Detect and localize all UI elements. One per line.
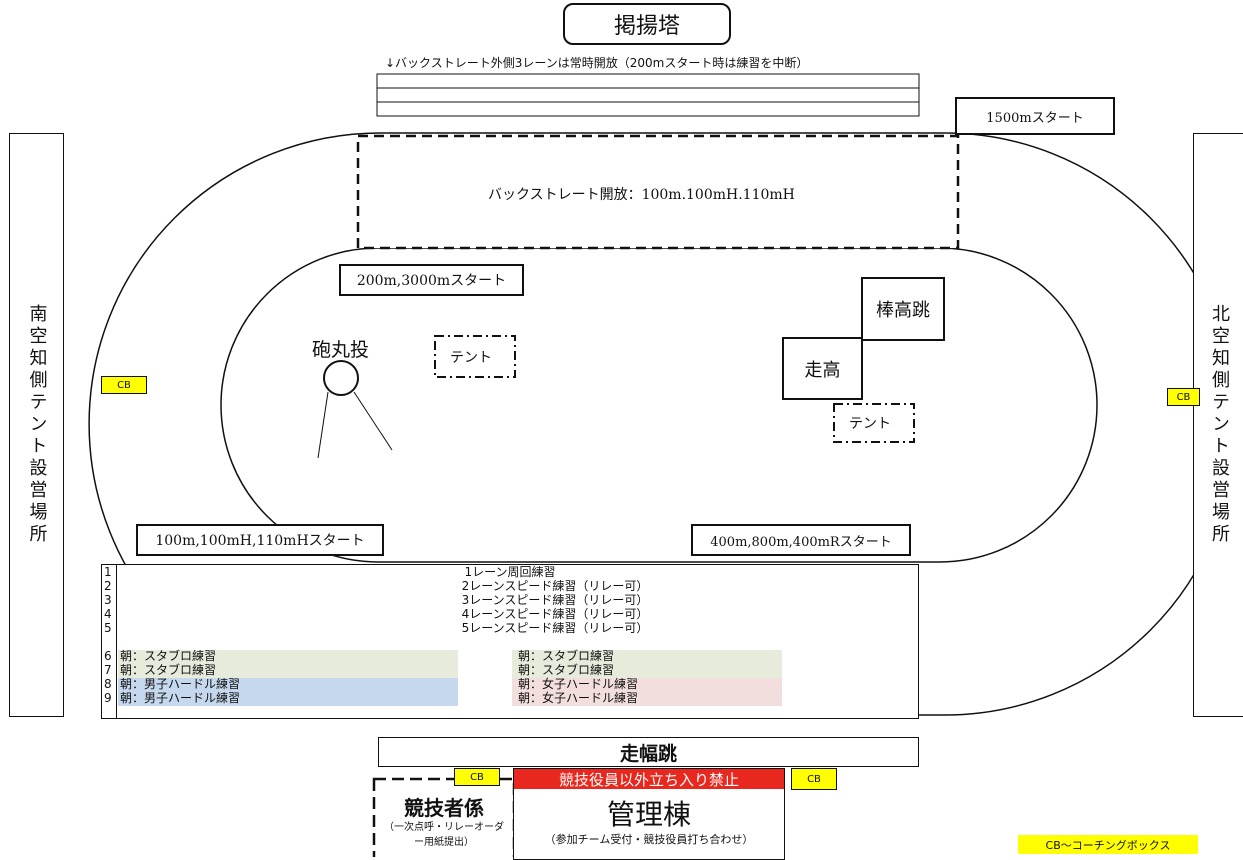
- lane-row: 3 3レーンスピード練習（リレー可）: [102, 593, 918, 608]
- shot-put-circle: [323, 360, 359, 396]
- lane-number: 1: [104, 565, 112, 579]
- lane-usage-right: 朝：スタブロ練習: [512, 649, 782, 664]
- lane-usage-left: 朝：男子ハードル練習: [118, 677, 458, 692]
- lane-row: 5 5レーンスピード練習（リレー可）: [102, 621, 918, 636]
- backstraight-note: ↓バックストレート外側3レーンは常時開放（200mスタート時は練習を中断）: [385, 56, 809, 70]
- start-1500-label: 1500mスタート: [986, 110, 1084, 126]
- lane-usage-left: 朝：スタブロ練習: [118, 663, 458, 678]
- flag-tower-label: 掲揚塔: [613, 14, 680, 39]
- lane-row: 8 朝：男子ハードル練習 朝：女子ハードル練習: [102, 677, 918, 692]
- lane-number: 2: [104, 579, 112, 593]
- competitor-desk-box: [372, 777, 516, 857]
- long-jump-area: 走幅跳: [378, 737, 919, 767]
- lane-number: 5: [104, 621, 112, 635]
- long-jump-label: 走幅跳: [619, 742, 677, 765]
- backstraight-open-label: バックストレート開放：100m.100mH.110mH: [488, 187, 795, 203]
- cb-north: CB: [1167, 388, 1200, 406]
- flag-tower: 掲揚塔: [563, 3, 731, 45]
- sector-left: [317, 391, 329, 459]
- start-100-label: 100m,100mH,110mHスタート: [155, 533, 365, 549]
- cb-legend: CB〜コーチングボックス: [1018, 835, 1198, 854]
- start-100: 100m,100mH,110mHスタート: [136, 524, 384, 556]
- lane-row: 9 朝：男子ハードル練習 朝：女子ハードル練習: [102, 691, 918, 706]
- south-tent-area: 南空知側テント設営場所: [9, 133, 64, 717]
- tent-label-right: テント: [849, 416, 891, 432]
- sector-right: [353, 391, 393, 451]
- lane-usage: 3レーンスピード練習（リレー可）: [461, 593, 649, 607]
- competitor-desk-sub: （一次点呼・リレーオーダー用紙提出）: [384, 822, 504, 848]
- outer-track: [88, 132, 1237, 716]
- cb-south: CB: [101, 376, 147, 394]
- lane-number-divider: [116, 565, 117, 718]
- lane-usage-right: 朝：女子ハードル練習: [512, 691, 782, 706]
- start-400: 400m,800m,400mRスタート: [691, 524, 911, 556]
- backstraight-lanes: [376, 73, 920, 117]
- lane-usage: 2レーンスピード練習（リレー可）: [461, 579, 649, 593]
- high-jump-label: 走高: [804, 359, 841, 381]
- admin-building-label: 管理棟: [606, 798, 691, 831]
- pole-vault-label: 棒高跳: [876, 300, 930, 321]
- lane-row: 2 2レーンスピード練習（リレー可）: [102, 579, 918, 594]
- lane-usage-left: 朝：スタブロ練習: [118, 649, 458, 664]
- start-1500: 1500mスタート: [955, 97, 1115, 135]
- lane-number: 4: [104, 607, 112, 621]
- tent-area-right: [833, 403, 915, 443]
- lane-usage: 4レーンスピード練習（リレー可）: [461, 607, 649, 621]
- pole-vault-area: 棒高跳: [861, 277, 945, 341]
- lane-usage: 5レーンスピード練習（リレー可）: [461, 621, 649, 635]
- home-straight-lanes: 1 1レーン周回練習 2 2レーンスピード練習（リレー可） 3 3レーンスピード…: [101, 564, 919, 719]
- lane-usage-right: 朝：女子ハードル練習: [512, 677, 782, 692]
- south-tent-label: 南空知側テント設営場所: [26, 304, 48, 546]
- lane-number: 6: [104, 649, 112, 663]
- competitor-desk-label: 競技者係: [404, 796, 484, 820]
- lane-number: 9: [104, 691, 112, 705]
- lane-number: 3: [104, 593, 112, 607]
- lane-row: 4 4レーンスピード練習（リレー可）: [102, 607, 918, 622]
- inner-track: [220, 247, 1098, 563]
- lane-row: 1 1レーン周回練習: [102, 565, 918, 580]
- lane-usage-left: 朝：男子ハードル練習: [118, 691, 458, 706]
- north-tent-label: 北空知側テント設営場所: [1209, 304, 1230, 546]
- tent-area-left: [434, 335, 516, 378]
- lane-usage: 1レーン周回練習: [464, 565, 556, 579]
- no-entry-banner: 競技役員以外立ち入り禁止: [514, 769, 784, 789]
- tent-label-left: テント: [450, 350, 492, 366]
- lane-usage-right: 朝：スタブロ練習: [512, 663, 782, 678]
- backstraight-open-area: [356, 134, 960, 250]
- high-jump-area: 走高: [782, 337, 863, 400]
- start-200-3000-label: 200m,3000mスタート: [356, 273, 507, 289]
- start-200-3000: 200m,3000mスタート: [339, 264, 524, 296]
- north-tent-area: 北空知側テント設営場所: [1193, 133, 1243, 717]
- cb-admin: CB: [791, 768, 837, 790]
- lane-row: 7 朝：スタブロ練習 朝：スタブロ練習: [102, 663, 918, 678]
- admin-building-sub: （参加チーム受付・競技役員打ち合わせ）: [544, 833, 754, 846]
- lane-number: 7: [104, 663, 112, 677]
- cb-competitor: CB: [454, 768, 500, 786]
- lane-row: 6 朝：スタブロ練習 朝：スタブロ練習: [102, 649, 918, 664]
- admin-building: 競技役員以外立ち入り禁止 管理棟 （参加チーム受付・競技役員打ち合わせ）: [513, 768, 785, 860]
- start-400-label: 400m,800m,400mRスタート: [710, 534, 892, 550]
- shot-put-label: 砲丸投: [312, 339, 370, 361]
- lane-number: 8: [104, 677, 112, 691]
